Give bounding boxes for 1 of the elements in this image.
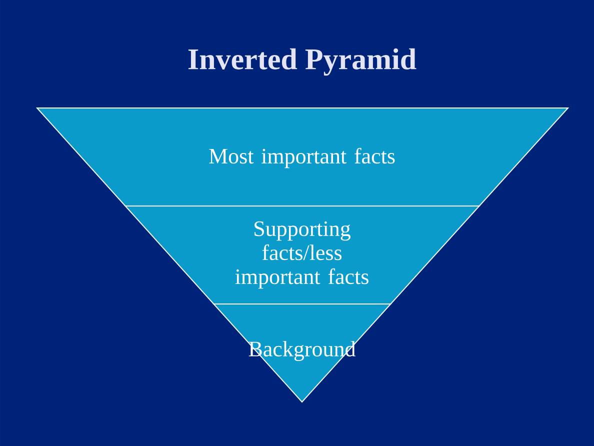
title: Inverted Pyramid bbox=[188, 48, 416, 76]
